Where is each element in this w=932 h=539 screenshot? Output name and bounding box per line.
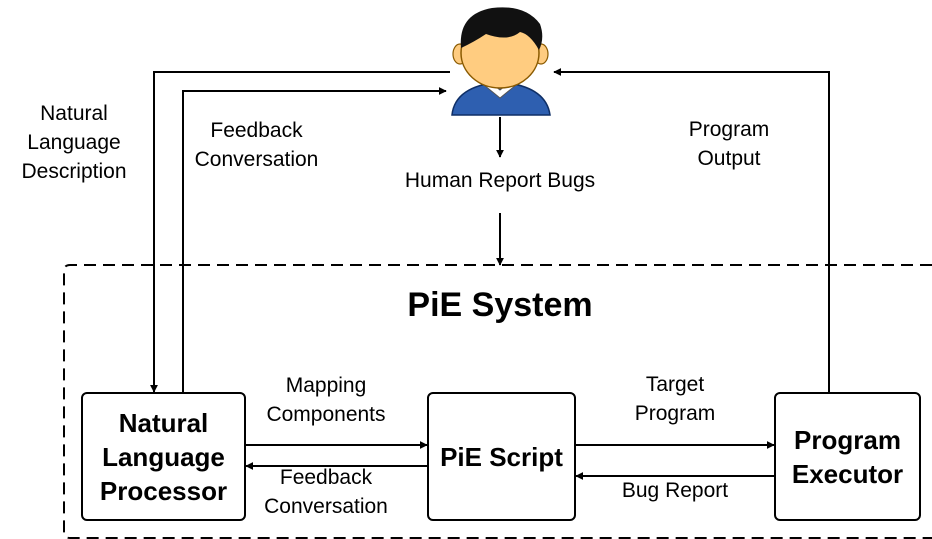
label-feedback-conversation-bottom: Feedback Conversation xyxy=(264,466,388,518)
label-bug-report: Bug Report xyxy=(621,479,729,502)
natural-language-processor-label: Natural Language Processor xyxy=(99,407,228,506)
label-natural-language-description: Natural Language Description xyxy=(21,102,127,183)
pie-script-label: PiE Script xyxy=(440,441,563,472)
label-target-program: Target Program xyxy=(634,373,716,425)
pie-system-boundary xyxy=(63,264,932,539)
arrow-feedback-to-user xyxy=(182,87,447,392)
natural-language-processor-node: Natural Language Processor xyxy=(81,392,246,521)
user-icon xyxy=(451,7,551,116)
user-hair xyxy=(460,7,543,51)
pie-script-node: PiE Script xyxy=(427,392,576,521)
label-feedback-conversation-top: Feedback Conversation xyxy=(194,119,319,171)
label-program-output: Program Output xyxy=(688,118,770,170)
pie-system-title: PiE System xyxy=(407,286,593,324)
program-executor-label: Program Executor xyxy=(791,424,904,489)
program-executor-node: Program Executor xyxy=(774,392,921,521)
label-mapping-components: Mapping Components xyxy=(266,374,386,426)
label-human-report-bugs: Human Report Bugs xyxy=(404,169,596,192)
arrow-description-to-nlp xyxy=(150,71,450,393)
arrow-output-to-user xyxy=(553,68,830,392)
